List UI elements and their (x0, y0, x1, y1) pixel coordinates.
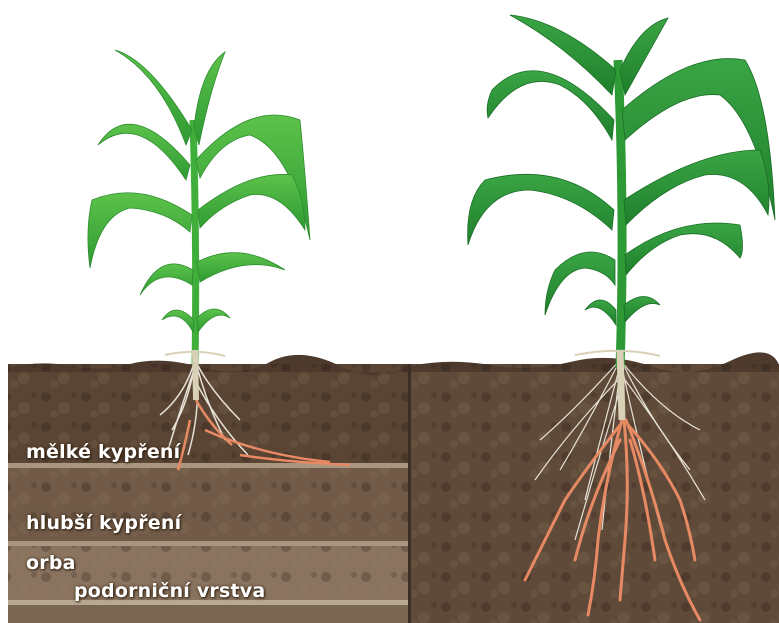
layer-boundary-deeper (8, 541, 410, 546)
label-shallow-tillage: mělké kypření (26, 441, 180, 463)
label-deeper-tillage: hlubší kypření (26, 512, 181, 534)
label-plough-pan: podorniční vrstva (74, 580, 265, 602)
label-ploughing: orba (26, 552, 76, 574)
